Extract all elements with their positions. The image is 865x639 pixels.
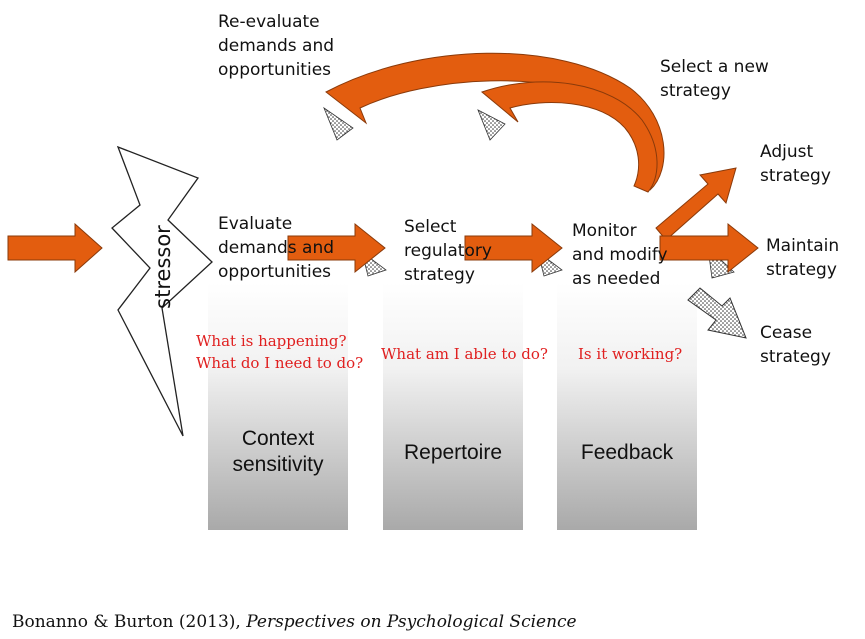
- citation-journal: Perspectives on Psychological Science: [246, 612, 577, 632]
- stressor-label: stressor: [151, 225, 175, 309]
- column-title-feedback: Feedback: [580, 441, 674, 464]
- arrow-shadow-new: [477, 109, 506, 141]
- column-repertoire: [383, 283, 523, 530]
- column-title-context: Context sensitivity: [232, 427, 324, 476]
- outcome-cease: Cease strategy: [760, 323, 831, 367]
- arrow-shadow-loop: [323, 106, 354, 141]
- step-monitor: Monitor and modify as needed: [572, 221, 668, 289]
- arrow-cease: [687, 287, 747, 339]
- citation-authors: Bonanno & Burton (2013),: [12, 612, 247, 632]
- arrow-adjust: [655, 167, 737, 241]
- arrow-loop-select-new: [480, 81, 658, 193]
- citation: Bonanno & Burton (2013), Perspectives on…: [12, 612, 577, 632]
- arrow-evaluate-to-select: [287, 222, 386, 274]
- question-able: What am I able to do?: [381, 345, 548, 363]
- outcome-maintain: Maintain strategy: [766, 236, 840, 280]
- question-working: Is it working?: [578, 345, 683, 363]
- step-select: Select regulatory strategy: [404, 217, 492, 285]
- question-happening: What is happening? What do I need to do?: [196, 332, 364, 372]
- input-arrow: [7, 222, 103, 274]
- arrow-select-to-monitor: [464, 222, 563, 274]
- column-title-repertoire: Repertoire: [403, 441, 503, 464]
- outcome-adjust: Adjust strategy: [760, 142, 831, 186]
- loop-reevaluate-label: Re-evaluate demands and opportunities: [218, 12, 335, 80]
- loop-select-new-label: Select a new strategy: [660, 57, 769, 101]
- column-context: [208, 283, 348, 530]
- column-feedback: [557, 283, 697, 530]
- step-evaluate: Evaluate demands and opportunities: [218, 214, 335, 282]
- stressor-bolt: [111, 145, 213, 437]
- arrow-maintain: [659, 222, 759, 274]
